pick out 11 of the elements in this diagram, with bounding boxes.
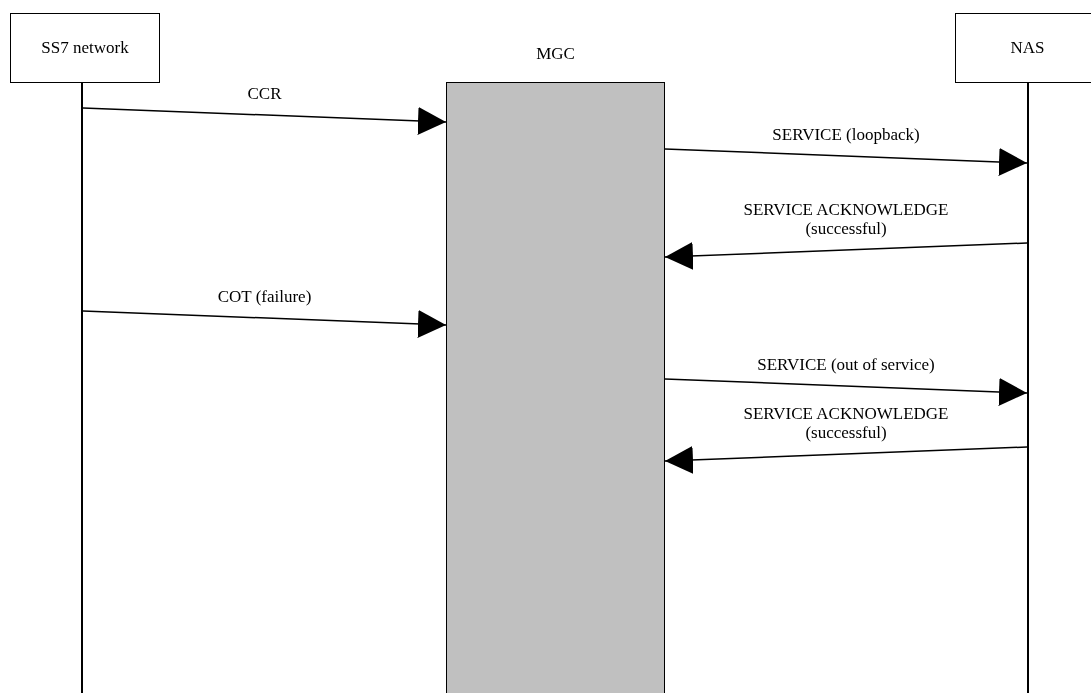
message-arrow <box>82 309 447 338</box>
participant-box: SS7 network <box>10 13 160 83</box>
message-arrow <box>664 241 1028 270</box>
lifeline <box>1027 82 1029 693</box>
message-arrow <box>664 445 1028 474</box>
message-arrow <box>664 377 1028 406</box>
lifeline <box>81 83 83 693</box>
message-arrow <box>82 106 447 135</box>
message-arrow <box>664 147 1028 176</box>
participant-box: NAS <box>955 13 1091 83</box>
participant-label: MGC <box>535 44 576 64</box>
